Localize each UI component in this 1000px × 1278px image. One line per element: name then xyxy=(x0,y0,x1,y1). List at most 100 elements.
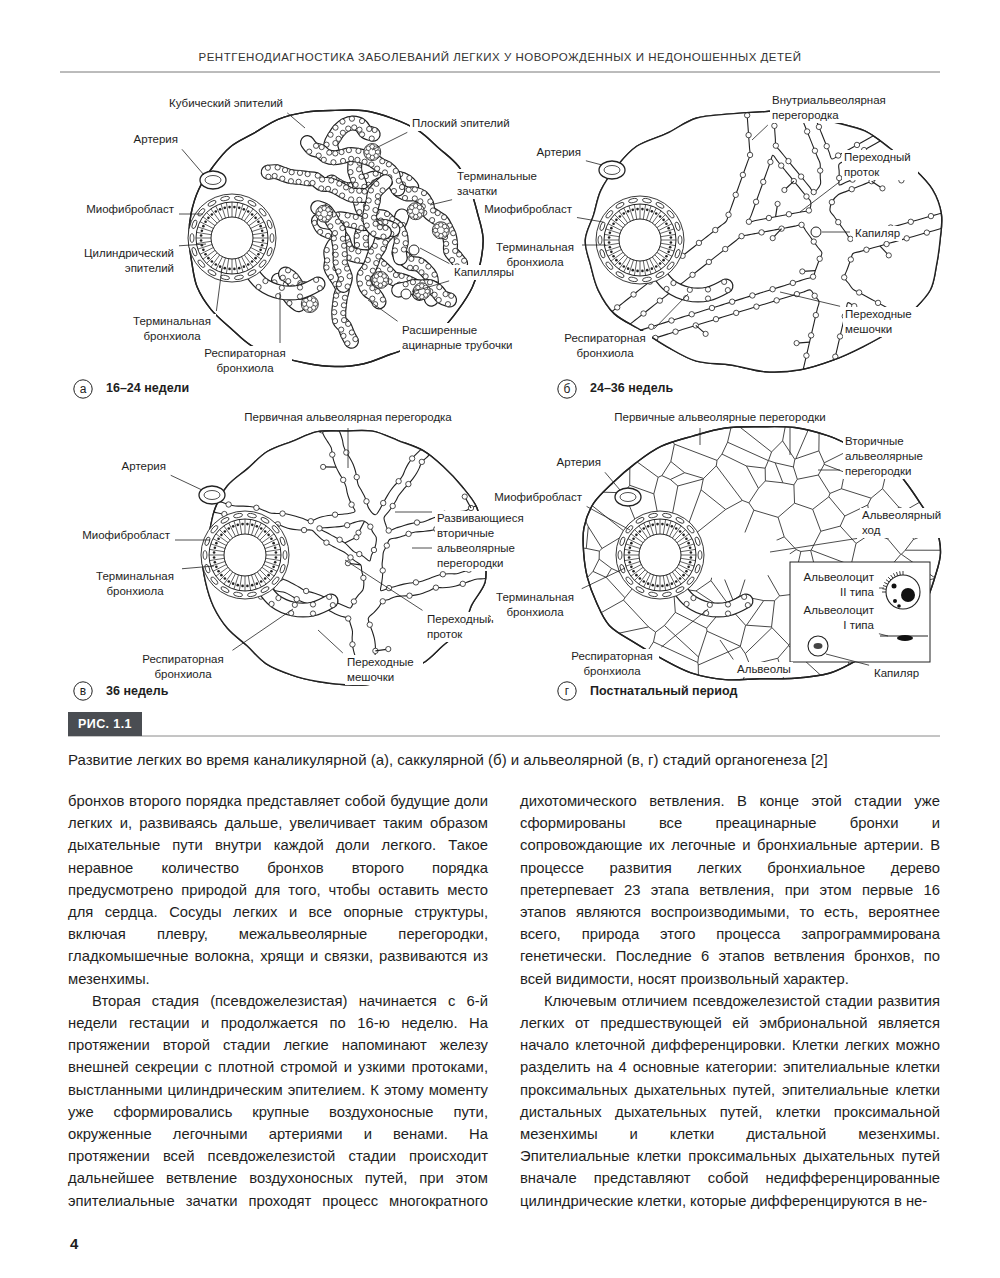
cell-nucleus xyxy=(629,561,632,564)
leader-line xyxy=(287,113,305,128)
septum-tip xyxy=(782,187,787,192)
epithelial-cell xyxy=(798,174,803,179)
epithelial-cell xyxy=(494,674,499,679)
node-text: б xyxy=(564,382,571,396)
bronchiole-lumen xyxy=(619,219,661,261)
columnar-cell xyxy=(611,219,623,228)
columnar-cell xyxy=(615,215,626,226)
myofibroblast xyxy=(233,592,243,598)
cell-nucleus xyxy=(628,551,631,554)
type-ii-cell xyxy=(886,575,920,609)
columnar-cell xyxy=(224,572,233,584)
panel-outline xyxy=(583,427,941,680)
capillary xyxy=(409,245,419,255)
body-text: бронхов второго порядка представляет соб… xyxy=(68,790,940,1212)
cell-nucleus xyxy=(207,217,210,220)
cell-nucleus xyxy=(628,556,631,559)
epithelial-cell xyxy=(720,380,725,385)
cell-nucleus xyxy=(643,527,646,530)
myofibroblast xyxy=(698,551,702,560)
columnar-cell xyxy=(661,240,676,241)
epithelial-cell xyxy=(726,212,731,217)
figure-badge: РИС. 1.1 xyxy=(68,712,142,736)
epithelial-cell xyxy=(786,212,791,217)
septum-tip xyxy=(202,420,207,425)
callout-label: Терминальная бронхиола xyxy=(491,590,579,620)
septum-tip xyxy=(942,239,947,244)
cell-nucleus xyxy=(236,584,239,587)
epithelial-cell xyxy=(382,274,387,279)
epithelial-cell xyxy=(192,505,197,510)
septum-tip xyxy=(775,201,780,206)
columnar-cell xyxy=(251,575,256,589)
epithelial-cell xyxy=(739,233,744,238)
cell-nucleus xyxy=(224,530,227,533)
columnar-cell xyxy=(251,222,264,229)
epithelial-cell xyxy=(432,292,437,297)
epithelial-cell xyxy=(929,100,934,105)
myofibroblast xyxy=(648,513,658,519)
columnar-cell xyxy=(681,555,696,556)
callout-label: Первичная альвеолярная перегородка xyxy=(242,410,454,425)
cell-nucleus xyxy=(609,246,612,249)
epithelial-cell xyxy=(598,318,603,323)
epithelial-cell xyxy=(496,695,501,700)
cell-nucleus xyxy=(272,542,275,545)
epithelial-cell xyxy=(725,611,730,616)
epithelial-cell xyxy=(407,175,412,180)
epithelial-cell xyxy=(301,527,306,532)
columnar-cell xyxy=(660,229,674,234)
epithelial-cell xyxy=(191,695,196,700)
columnar-cell xyxy=(211,255,220,267)
capillary xyxy=(808,636,828,656)
epithelial-cell xyxy=(426,435,431,440)
cell-nucleus xyxy=(257,221,260,224)
acinar-bud xyxy=(364,144,381,161)
cell-nucleus xyxy=(204,253,207,256)
epithelial-cell xyxy=(364,499,369,504)
epithelial-cell xyxy=(293,274,298,279)
columnar-cell xyxy=(661,243,676,245)
epithelial-cell xyxy=(263,278,268,283)
myofibroblast xyxy=(247,513,257,519)
cell-nucleus xyxy=(608,236,611,239)
epithelial-cell xyxy=(349,156,354,161)
myofibroblast xyxy=(204,536,211,546)
epithelial-cell xyxy=(768,159,773,164)
epithelial-cell xyxy=(746,219,751,224)
callout-label: Артерия xyxy=(535,145,583,160)
epithelium-outer xyxy=(209,519,281,591)
epithelial-cell xyxy=(285,268,290,273)
epithelial-cell xyxy=(799,222,804,227)
epithelial-cell xyxy=(811,189,816,194)
epithelial-cell xyxy=(332,231,337,236)
epithelial-cell xyxy=(684,601,689,606)
cell-nucleus xyxy=(631,209,634,212)
cell-nucleus xyxy=(639,530,642,533)
epithelial-cell xyxy=(946,381,951,386)
epithelial-cell xyxy=(370,268,375,273)
epithelial-cell xyxy=(445,302,450,307)
callout-label: Переходный проток xyxy=(842,150,918,180)
epithelial-cell xyxy=(362,264,367,269)
epithelial-cell xyxy=(495,444,500,449)
callout-label: Альвеолоцит II типа xyxy=(800,570,876,600)
epithelial-cell xyxy=(665,106,670,111)
epithelial-cell xyxy=(357,127,362,132)
columnar-cell xyxy=(255,574,262,587)
acinar-bud xyxy=(372,271,389,288)
epithelial-cell xyxy=(371,215,376,220)
epithelial-cell xyxy=(288,179,293,184)
myofibroblast xyxy=(266,219,273,229)
epithelial-cell xyxy=(812,148,817,153)
cell-nucleus xyxy=(662,219,665,222)
callout-label: Миофибробласт xyxy=(492,490,584,505)
epithelial-cell xyxy=(388,267,393,272)
epithelial-cell xyxy=(373,207,378,212)
inset-frame xyxy=(790,562,930,662)
myofibroblast xyxy=(628,198,638,204)
cell-nucleus xyxy=(236,524,239,527)
tube-wall xyxy=(678,587,746,610)
septum xyxy=(918,95,930,99)
septum-tip xyxy=(770,236,775,241)
